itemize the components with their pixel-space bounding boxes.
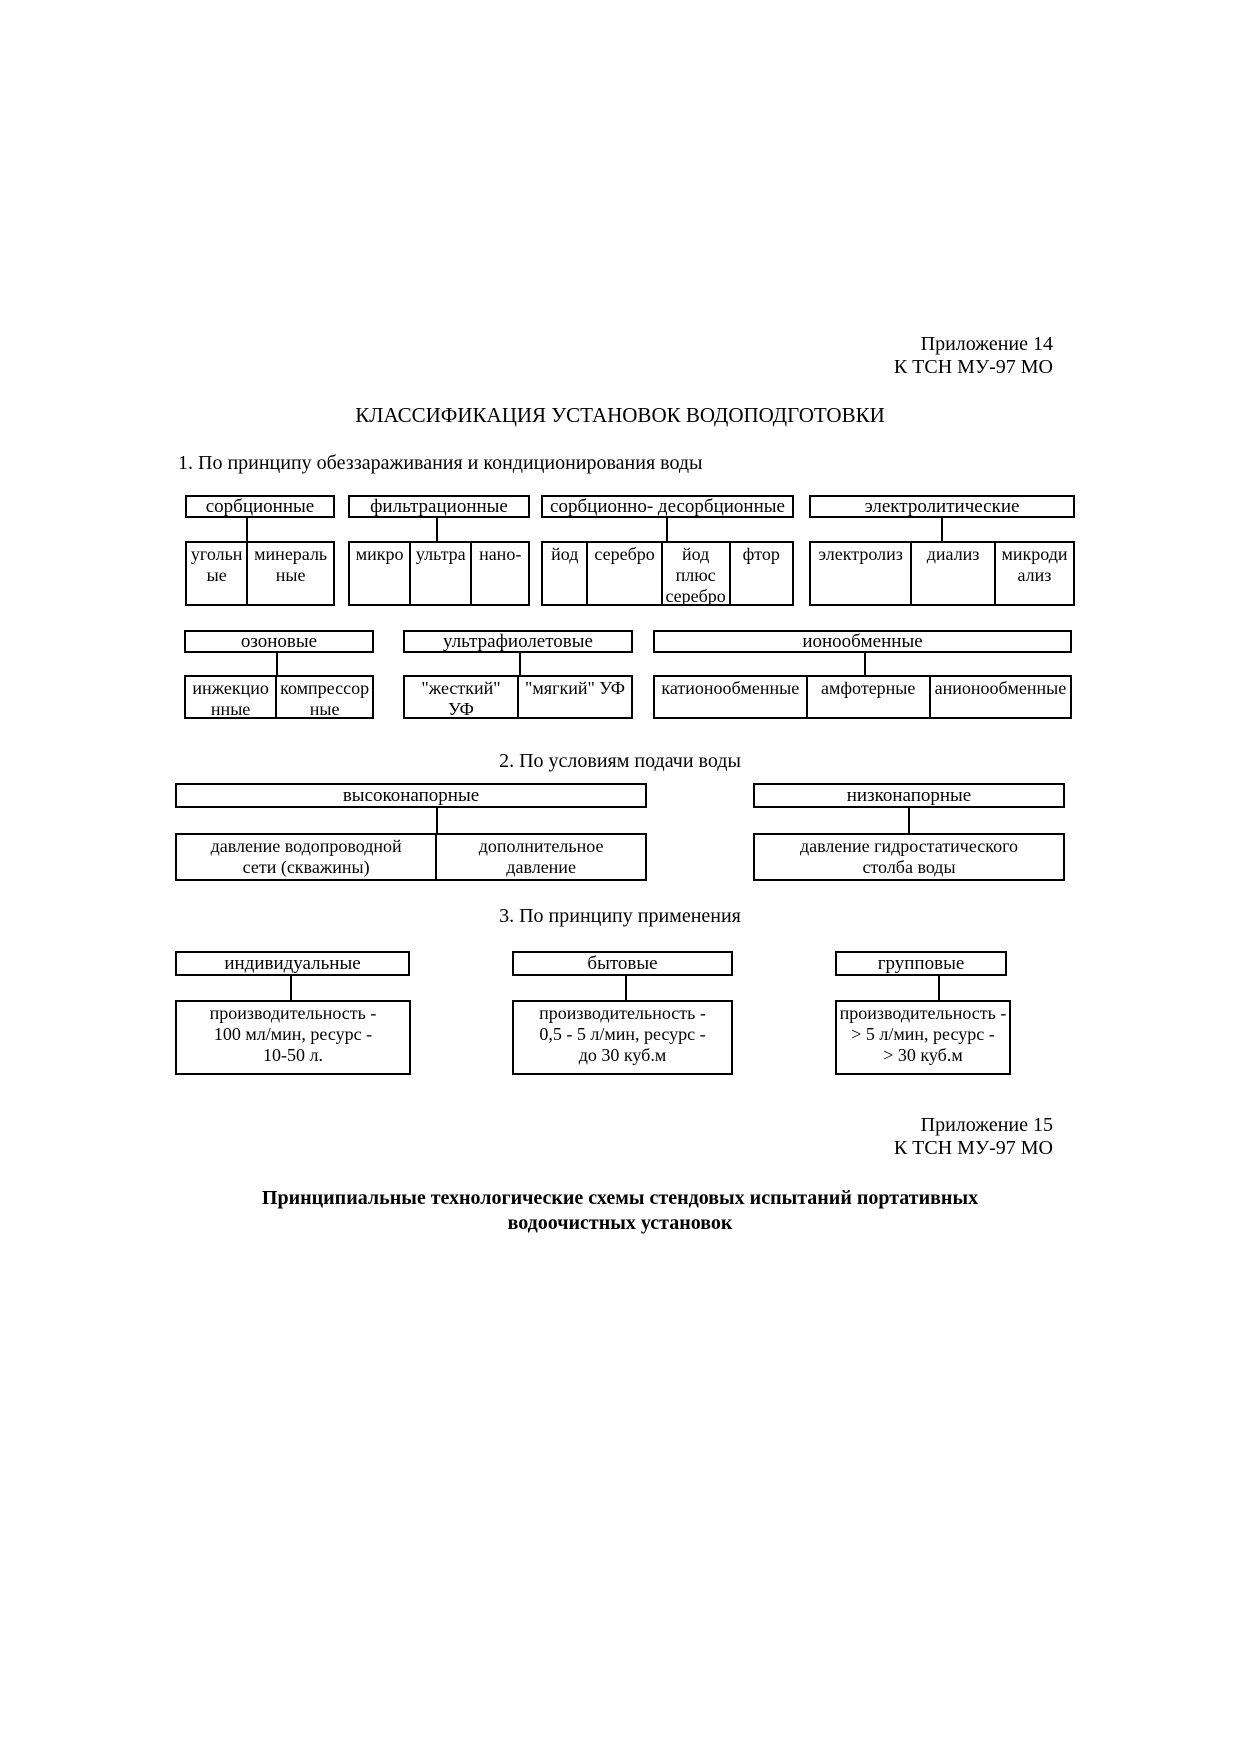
connector-electrolytic — [941, 516, 943, 543]
node-sorption-desorption-children: йод серебро йод плюс серебро фтор — [541, 541, 794, 606]
section-2-heading: 2. По условиям подачи воды — [499, 750, 741, 772]
leaf-soft-uv: "мягкий" УФ — [517, 677, 631, 717]
leaf-micro: микро — [355, 544, 404, 564]
node-ozone-header: озоновые — [184, 630, 374, 653]
appendix-15-label: Приложение 15 — [920, 1114, 1053, 1136]
connector-high-pressure — [436, 806, 438, 835]
appendix-14-block: Приложение 14 К ТСН МУ-97 МО — [894, 333, 1053, 379]
node-low-pressure-children: давление гидростатического столба воды — [753, 833, 1065, 881]
section-3-heading: 3. По принципу применения — [499, 905, 741, 927]
connector-individual — [290, 974, 292, 1002]
node-sorption-desorption-header: сорбционно- десорбционные — [541, 495, 794, 518]
leaf-water-main-pressure: давление водопроводной сети (скважины) — [210, 836, 402, 877]
node-filtration-header: фильтрационные — [348, 495, 530, 518]
node-high-pressure-header: высоконапорные — [175, 783, 647, 808]
node-filtration-children: микро ультра нано- — [348, 541, 530, 606]
leaf-household-capacity: производительность - 0,5 - 5 л/мин, ресу… — [539, 1003, 706, 1065]
appendix-15-block: Приложение 15 К ТСН МУ-97 МО — [894, 1114, 1053, 1160]
node-ion-exchange-children: катионообменные амфотерные анионообменны… — [653, 675, 1072, 719]
section-1-heading: 1. По принципу обеззараживания и кондици… — [178, 452, 703, 474]
node-household-children: производительность - 0,5 - 5 л/мин, ресу… — [512, 1000, 733, 1075]
appendix-14-label: Приложение 14 — [920, 333, 1053, 355]
leaf-cation-exchange: катионообменные — [661, 678, 800, 698]
node-high-pressure-children: давление водопроводной сети (скважины) д… — [175, 833, 647, 881]
leaf-amphoteric: амфотерные — [805, 677, 929, 717]
node-electrolytic-children: электролиз диализ микроди ализ — [809, 541, 1075, 606]
node-ozone-children: инжекцио нные компрессор ные — [184, 675, 374, 719]
leaf-additional-pressure: дополнительное давление — [435, 835, 645, 879]
node-household-header: бытовые — [512, 951, 733, 976]
leaf-iodine: йод — [551, 544, 579, 564]
node-electrolytic-header: электролитические — [809, 495, 1075, 518]
leaf-electrolysis: электролиз — [818, 544, 903, 564]
connector-low-pressure — [908, 806, 910, 835]
leaf-anion-exchange: анионообменные — [928, 677, 1070, 717]
node-sorption-header: сорбционные — [185, 495, 335, 518]
leaf-fluorine: фтор — [728, 543, 792, 604]
page-title: КЛАССИФИКАЦИЯ УСТАНОВОК ВОДОПОДГОТОВКИ — [355, 403, 885, 427]
appendix-14-ref: К ТСН МУ-97 МО — [893, 356, 1053, 378]
leaf-ultra: ультра — [409, 543, 470, 604]
leaf-hydrostatic-pressure: давление гидростатического столба воды — [799, 836, 1019, 877]
leaf-individual-capacity: производительность - 100 мл/мин, ресурс … — [209, 1003, 377, 1065]
leaf-mineral: минераль ные — [246, 543, 333, 604]
node-ultraviolet-header: ультрафиолетовые — [403, 630, 633, 653]
node-individual-children: производительность - 100 мл/мин, ресурс … — [175, 1000, 411, 1075]
connector-ultraviolet — [519, 651, 521, 677]
leaf-microdialysis: микроди ализ — [993, 543, 1073, 604]
leaf-compressor: компрессор ные — [275, 677, 372, 719]
leaf-coal: угольн ые — [190, 544, 243, 585]
connector-household — [625, 974, 627, 1002]
node-sorption-children: угольн ые минераль ные — [185, 541, 335, 606]
connector-sorption-desorption — [666, 516, 668, 543]
appendix-15-title-line2: водоочистных установок — [507, 1212, 733, 1234]
connector-sorption — [246, 516, 248, 543]
connector-filtration — [436, 516, 438, 543]
node-ion-exchange-header: ионообменные — [653, 630, 1072, 653]
appendix-15-title-line1: Принципиальные технологические схемы сте… — [261, 1187, 979, 1209]
leaf-silver: серебро — [586, 543, 660, 604]
leaf-nano: нано- — [470, 543, 528, 604]
connector-ozone — [276, 651, 278, 677]
node-low-pressure-header: низконапорные — [753, 783, 1065, 808]
leaf-iodine-plus-silver: йод плюс серебро — [660, 543, 729, 606]
node-individual-header: индивидуальные — [175, 951, 410, 976]
node-group-header: групповые — [835, 951, 1007, 976]
leaf-injection: инжекцио нные — [192, 678, 269, 719]
node-ultraviolet-children: "жесткий" УФ "мягкий" УФ — [403, 675, 633, 719]
leaf-hard-uv: "жесткий" УФ — [421, 678, 501, 719]
connector-group — [938, 974, 940, 1002]
connector-ion-exchange — [864, 651, 866, 677]
leaf-group-capacity: производительность - > 5 л/мин, ресурс -… — [839, 1003, 1007, 1065]
node-group-children: производительность - > 5 л/мин, ресурс -… — [835, 1000, 1011, 1075]
leaf-dialysis: диализ — [910, 543, 994, 604]
appendix-15-title: Принципиальные технологические схемы сте… — [0, 1186, 1240, 1236]
appendix-15-ref: К ТСН МУ-97 МО — [893, 1137, 1053, 1159]
